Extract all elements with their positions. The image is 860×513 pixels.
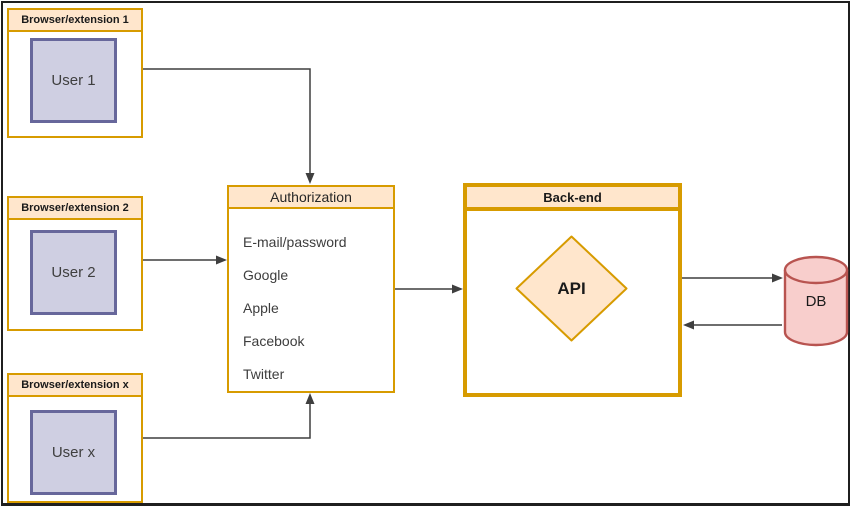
user-2-node: User 2 xyxy=(30,230,117,315)
database-cylinder-icon xyxy=(783,255,849,347)
user-x-node: User x xyxy=(30,410,117,495)
browser-extension-2-title: Browser/extension 2 xyxy=(9,198,141,220)
database-label: DB xyxy=(805,293,827,310)
authorization-methods-list: E-mail/password Google Apple Facebook Tw… xyxy=(229,209,393,391)
user-1-node: User 1 xyxy=(30,38,117,123)
api-label: API xyxy=(557,278,586,298)
api-diamond-shape xyxy=(515,235,628,342)
browser-extension-x-title: Browser/extension x xyxy=(9,375,141,397)
browser-extension-1-box: Browser/extension 1 User 1 xyxy=(7,8,143,138)
browser-extension-1-title: Browser/extension 1 xyxy=(9,10,141,32)
authorization-box: Authorization E-mail/password Google App… xyxy=(227,185,395,393)
backend-box: Back-end API xyxy=(463,183,682,397)
browser-extension-2-box: Browser/extension 2 User 2 xyxy=(7,196,143,331)
user-2-label: User 2 xyxy=(51,264,96,281)
backend-title: Back-end xyxy=(467,187,678,211)
auth-method-twitter: Twitter xyxy=(243,366,285,382)
database-node: DB xyxy=(782,255,850,349)
auth-method-apple: Apple xyxy=(243,300,279,316)
user-1-label: User 1 xyxy=(51,72,96,89)
auth-method-facebook: Facebook xyxy=(243,333,305,349)
auth-method-google: Google xyxy=(243,267,289,283)
auth-method-email-password: E-mail/password xyxy=(243,234,347,250)
browser-extension-x-box: Browser/extension x User x xyxy=(7,373,143,503)
user-x-label: User x xyxy=(51,444,96,461)
backend-body: API xyxy=(467,211,678,373)
authorization-title: Authorization xyxy=(229,187,393,209)
